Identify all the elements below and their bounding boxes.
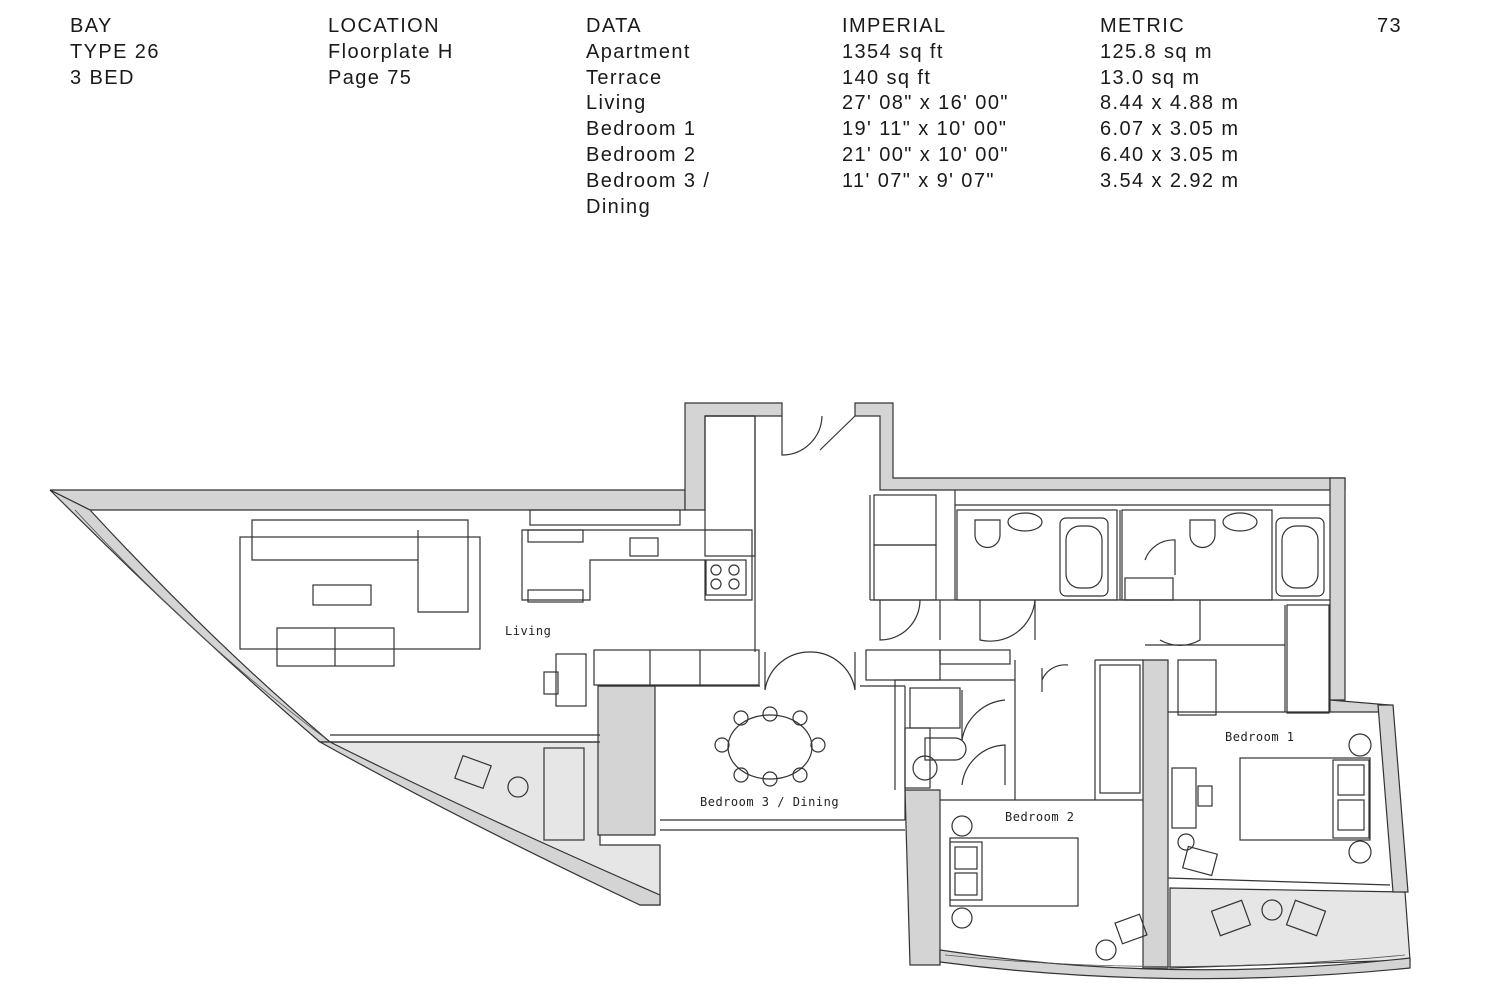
data-terrace: Terrace	[586, 66, 663, 89]
location-page: Page 75	[328, 66, 413, 89]
data-bedroom-3: Bedroom 3 /	[586, 169, 711, 192]
metric-bedroom-1: 6.07 x 3.05 m	[1100, 118, 1240, 141]
metric-living: 8.44 x 4.88 m	[1100, 92, 1240, 115]
kitchen	[521, 415, 756, 603]
living-terrace-furniture	[454, 747, 585, 841]
data-living: Living	[586, 92, 647, 115]
metric-column: METRIC 125.8 sq m 13.0 sq m 8.44 x 4.88 …	[1100, 14, 1239, 195]
living-label: Living	[505, 624, 551, 638]
location-column: LOCATION Floorplate H Page 75	[328, 14, 454, 91]
bedroom-2-label: Bedroom 2	[1005, 810, 1075, 824]
bathrooms	[873, 494, 1325, 789]
bedroom-1-terrace	[1169, 887, 1411, 969]
bedroom-1-terrace-furniture	[1210, 899, 1327, 937]
bedroom-1-label: Bedroom 1	[1225, 730, 1295, 744]
imperial-column: IMPERIAL 1354 sq ft 140 sq ft 27' 08" x …	[842, 14, 1009, 195]
page-number: 73	[1377, 15, 1403, 37]
imperial-apartment: 1354 sq ft	[842, 40, 944, 63]
living-furniture	[239, 519, 1011, 707]
dining-furniture	[714, 706, 826, 787]
data-bedroom-1: Bedroom 1	[586, 118, 697, 141]
bay-type: TYPE 26	[70, 40, 160, 63]
imperial-bedroom-3: 11' 07" x 9' 07"	[842, 169, 995, 192]
imperial-heading: IMPERIAL	[842, 15, 947, 37]
bedroom-1-furniture	[1171, 604, 1372, 877]
data-apartment: Apartment	[586, 40, 691, 63]
window-lines	[74, 509, 1406, 967]
metric-terrace: 13.0 sq m	[1100, 66, 1201, 89]
imperial-bedroom-2: 21' 00" x 10' 00"	[842, 143, 1009, 166]
imperial-terrace: 140 sq ft	[842, 66, 932, 89]
bay-beds: 3 BED	[70, 66, 135, 89]
metric-bedroom-3: 3.54 x 2.92 m	[1100, 169, 1240, 192]
metric-heading: METRIC	[1100, 15, 1186, 37]
data-dining: Dining	[586, 195, 652, 218]
bay-heading: BAY	[70, 15, 113, 37]
metric-apartment: 125.8 sq m	[1100, 40, 1213, 63]
metric-bedroom-2: 6.40 x 3.05 m	[1100, 143, 1240, 166]
data-bedroom-2: Bedroom 2	[586, 143, 697, 166]
bedroom-3-dining-label: Bedroom 3 / Dining	[700, 795, 839, 809]
imperial-bedroom-1: 19' 11" x 10' 00"	[842, 118, 1008, 141]
outer-walls	[49, 402, 1411, 980]
doors	[764, 415, 1201, 786]
data-column: DATA Apartment Terrace Living Bedroom 1 …	[586, 14, 710, 220]
data-heading: DATA	[586, 15, 642, 37]
location-heading: LOCATION	[328, 15, 440, 37]
bay-column: BAY TYPE 26 3 BED	[70, 14, 160, 91]
location-floorplate: Floorplate H	[328, 40, 454, 63]
bedroom-2-furniture	[949, 664, 1148, 961]
imperial-living: 27' 08" x 16' 00"	[842, 92, 1009, 115]
